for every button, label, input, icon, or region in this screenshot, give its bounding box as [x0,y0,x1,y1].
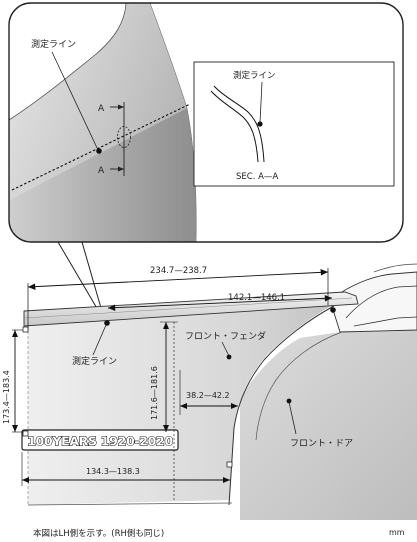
dim-upper-length [107,295,333,311]
section-inset: 測定ライン SEC. A—A [193,61,395,187]
panel-upper-surface [9,3,187,200]
unit-label: mm [389,528,405,537]
dimensions: 234.7—238.7 142.1—146.1 173.4—183.4 [2,266,336,500]
body-measure-line-leader [92,324,107,356]
measure-point-left [104,320,110,326]
section-caption: SEC. A—A [236,172,278,182]
callout-leader [51,51,99,151]
section-cut-marker: A A [98,102,131,176]
front-door-panel [240,330,417,520]
panel-lower-surface [9,108,197,242]
body-measure-line-label: 測定ライン [72,355,117,367]
dim-left-height-label: 173.4—183.4 [2,370,11,424]
front-door-leader [288,401,297,435]
section-mark-bottom: A [98,166,105,176]
panel-edge [9,3,127,121]
dim-middle-height-label: 171.6—181.6 [150,366,159,420]
front-door-marker [286,398,292,404]
dim-upper-length-label: 142.1—146.1 [228,293,285,303]
dim-bottom-length [21,452,233,486]
door-edge-inner [255,331,343,441]
inset-measure-point [257,121,263,127]
dim-middle-height [160,321,178,500]
badge-text: 100YEARS 1920-2020 [27,434,173,449]
section-profile-outer [213,85,265,163]
front-fender-marker [226,354,232,360]
anniversary-badge: 100YEARS 1920-2020 [21,429,179,451]
inset-leader [259,81,263,124]
callout-bubble: 測定ライン A A 測定ライン SEC. A—A [8,2,404,323]
callout-measure-line-label: 測定ライン [31,38,76,50]
section-mark-top: A [98,104,105,114]
dim-edge-offset-label: 38.2—42.2 [186,391,230,400]
body-drawing: 100YEARS 1920-2020 [21,263,417,520]
measure-point-right [330,307,336,313]
panel-right-edge [149,3,197,242]
front-fender-panel [28,306,331,505]
front-fender-leader [221,341,230,357]
inset-measure-line-label: 測定ライン [233,70,276,81]
dim-bottom-length-label: 134.3—138.3 [86,467,140,476]
window-frame [329,263,417,333]
dim-top-length-label: 234.7—238.7 [150,266,207,276]
measure-line-dashed [11,103,191,191]
footer-note: 本図はLH側を示す。(RH側も同じ) [33,529,165,539]
measure-point-marker [96,148,102,154]
dim-edge-offset [179,370,238,415]
fender-bottom-edge [27,502,233,506]
fender-door-seam [228,305,335,506]
front-fender-label: フロント・フェンダ [185,330,266,342]
front-door-label: フロント・ドア [290,439,353,449]
dim-left-height [12,326,29,437]
labels: 測定ライン フロント・フェンダ フロント・ドア [72,324,353,449]
top-rail-crease [23,297,353,319]
section-profile-inner [210,90,259,163]
